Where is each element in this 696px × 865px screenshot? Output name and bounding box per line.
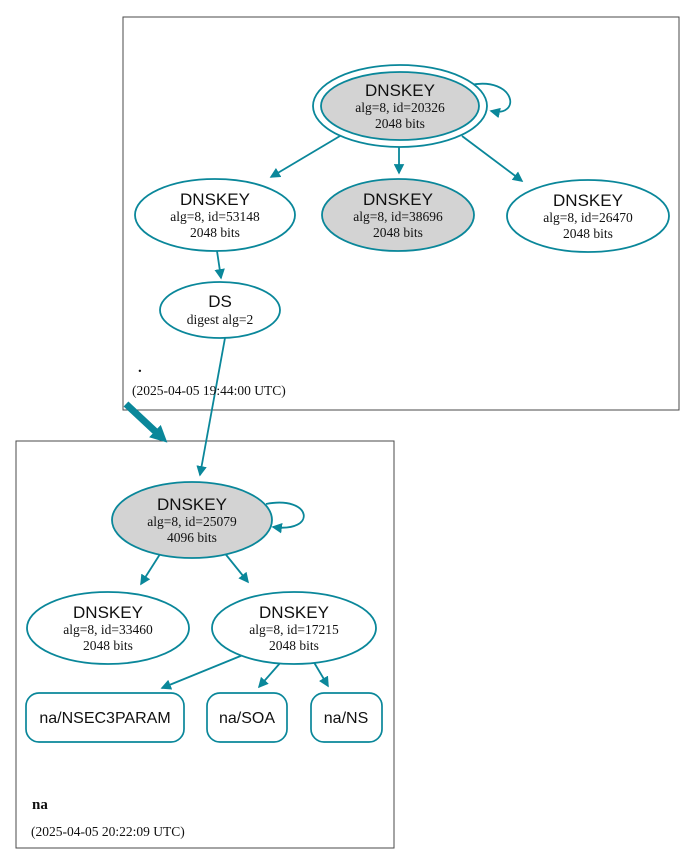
zone-label-na: na [32,797,48,813]
dnskey-53148-title: DNSKEY [180,190,250,209]
dnskey-20326-detail: alg=8, id=20326 [355,100,445,115]
dnskey-20326-bits: 2048 bits [375,116,425,131]
dnskey-53148-bits: 2048 bits [190,225,240,240]
edge-ksk25079-to-zsk33460 [140,550,163,586]
dnskey-38696-title: DNSKEY [363,190,433,209]
edge-ksk20326-to-zsk53148 [269,135,341,178]
edge-ksk25079-to-zsk17215 [222,550,249,584]
dnskey-33460-detail: alg=8, id=33460 [63,622,153,637]
rrset-ns-box[interactable] [310,692,383,743]
node-dnskey-33460[interactable]: DNSKEY alg=8, id=33460 2048 bits [26,591,190,665]
dnskey-33460-ellipse[interactable] [26,591,190,665]
rrset-nsec3param-label: na/NSEC3PARAM [39,710,170,727]
dnskey-53148-ellipse[interactable] [134,178,296,252]
rrset-na-soa[interactable]: na/SOA [206,692,288,743]
zone-label-root: . [138,360,142,376]
edge-zsk17215-to-soa [257,661,282,689]
dnskey-26470-title: DNSKEY [553,191,623,210]
dnskey-33460-bits: 2048 bits [83,638,133,653]
self-loop-ksk25079 [265,501,305,534]
dnskey-17215-ellipse[interactable] [211,591,377,665]
edge-ksk20326-to-zsk26470 [461,135,524,182]
dnskey-26470-detail: alg=8, id=26470 [543,210,633,225]
node-dnskey-38696[interactable]: DNSKEY alg=8, id=38696 2048 bits [321,178,475,252]
zone-timestamp-na: (2025-04-05 20:22:09 UTC) [31,824,185,839]
rrset-ns-label: na/NS [324,710,368,727]
dnskey-53148-detail: alg=8, id=53148 [170,209,260,224]
edge-zsk53148-to-ds [214,250,225,280]
dnskey-38696-detail: alg=8, id=38696 [353,209,443,224]
dnskey-25079-bits: 4096 bits [167,530,217,545]
rrset-nsec3param-box[interactable] [25,692,185,743]
node-dnskey-17215[interactable]: DNSKEY alg=8, id=17215 2048 bits [211,591,377,665]
node-dnskey-25079[interactable]: DNSKEY alg=8, id=25079 4096 bits [111,481,273,559]
rrset-na-nsec3param[interactable]: na/NSEC3PARAM [25,692,185,743]
ds-ellipse[interactable] [159,281,281,339]
dnskey-25079-title: DNSKEY [157,495,227,514]
dnskey-38696-ellipse[interactable] [321,178,475,252]
dnskey-33460-title: DNSKEY [73,603,143,622]
dnskey-25079-detail: alg=8, id=25079 [147,514,237,529]
dnskey-25079-ellipse[interactable] [111,481,273,559]
edge-ds-to-ksk25079 [196,337,226,477]
dnskey-26470-bits: 2048 bits [563,226,613,241]
node-dnskey-26470[interactable]: DNSKEY alg=8, id=26470 2048 bits [506,179,670,253]
dnskey-20326-inner-ring [320,71,480,141]
delegation-arrow-root-to-na [123,401,168,443]
dnskey-38696-bits: 2048 bits [373,225,423,240]
node-ds[interactable]: DS digest alg=2 [159,281,281,339]
dnskey-17215-bits: 2048 bits [269,638,319,653]
rrset-na-ns[interactable]: na/NS [310,692,383,743]
zone-timestamp-root: (2025-04-05 19:44:00 UTC) [132,383,286,398]
node-dnskey-20326[interactable]: DNSKEY alg=8, id=20326 2048 bits [312,64,488,148]
edge-zsk17215-to-nsec3param [160,654,244,690]
node-dnskey-53148[interactable]: DNSKEY alg=8, id=53148 2048 bits [134,178,296,252]
ds-title: DS [208,292,232,311]
ds-detail: digest alg=2 [187,312,253,327]
dnskey-20326-title: DNSKEY [365,81,435,100]
self-loop-ksk20326 [469,82,512,119]
dnskey-17215-title: DNSKEY [259,603,329,622]
rrset-soa-box[interactable] [206,692,288,743]
dnskey-17215-detail: alg=8, id=17215 [249,622,339,637]
rrset-soa-label: na/SOA [219,710,275,727]
dnskey-26470-ellipse[interactable] [506,179,670,253]
